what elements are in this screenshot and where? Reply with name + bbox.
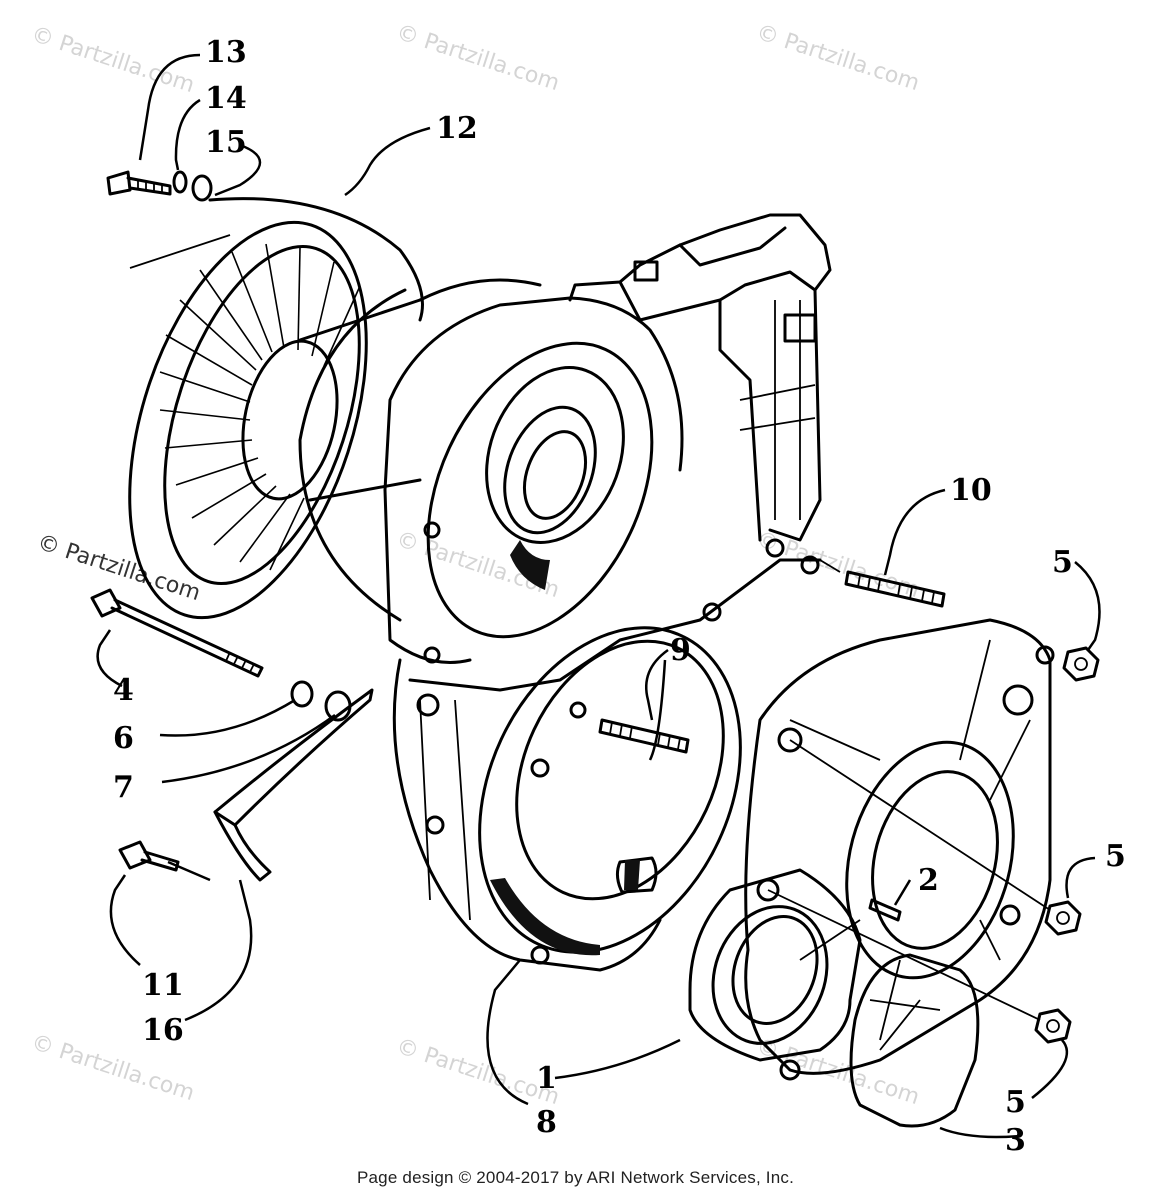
gasket-16-part <box>213 688 374 827</box>
callout-5-bottom[interactable]: 5 <box>1005 1085 1026 1120</box>
callout-16[interactable]: 16 <box>142 1013 184 1048</box>
washer-14-part <box>172 170 188 194</box>
washer-6-part <box>290 680 314 708</box>
callout-10[interactable]: 10 <box>950 473 992 508</box>
callout-6[interactable]: 6 <box>113 721 134 756</box>
copyright-footer: Page design © 2004-2017 by ARI Network S… <box>356 1168 795 1187</box>
callout-12[interactable]: 12 <box>436 111 478 146</box>
rear-cover-part <box>688 618 1055 1128</box>
crankcase-housing-part <box>383 213 832 972</box>
callout-1[interactable]: 1 <box>536 1061 557 1096</box>
fan-shroud-part <box>128 197 542 622</box>
washer-15-part <box>191 174 213 202</box>
callout-8[interactable]: 8 <box>536 1105 557 1140</box>
nut-5-top-part <box>1062 646 1100 682</box>
callout-11[interactable]: 11 <box>142 968 184 1003</box>
callout-4[interactable]: 4 <box>113 673 134 708</box>
bolt-13-part <box>106 170 172 196</box>
leader-lines <box>96 53 1101 1139</box>
callout-5-mid[interactable]: 5 <box>1105 839 1126 874</box>
watermark-5: © Partzilla.com <box>753 527 922 603</box>
callout-3[interactable]: 3 <box>1005 1123 1026 1158</box>
callout-9[interactable]: 9 <box>670 633 691 668</box>
nut-5-mid-part <box>1044 900 1082 936</box>
stud-2-part <box>868 898 902 922</box>
watermark-1: © Partzilla.com <box>28 22 197 98</box>
callout-5-top[interactable]: 5 <box>1052 545 1073 580</box>
callout-2[interactable]: 2 <box>918 863 939 898</box>
watermark-dark: © Partzilla.com <box>34 530 203 606</box>
bolt-11-part <box>118 840 180 872</box>
nut-5-bottom-part <box>1034 1008 1072 1044</box>
callout-7[interactable]: 7 <box>113 770 134 805</box>
callouts: 13 14 15 12 10 5 9 4 6 7 5 2 11 16 1 8 5… <box>113 35 1126 1158</box>
watermark-2: © Partzilla.com <box>393 20 562 96</box>
watermark-3: © Partzilla.com <box>753 20 922 96</box>
stud-10-part <box>844 570 946 608</box>
callout-14[interactable]: 14 <box>205 81 247 116</box>
hardware-parts <box>90 170 1100 1044</box>
stud-9-part <box>598 718 690 754</box>
callout-13[interactable]: 13 <box>205 35 247 70</box>
bolt-4-part <box>90 588 264 678</box>
callout-15[interactable]: 15 <box>205 125 247 160</box>
